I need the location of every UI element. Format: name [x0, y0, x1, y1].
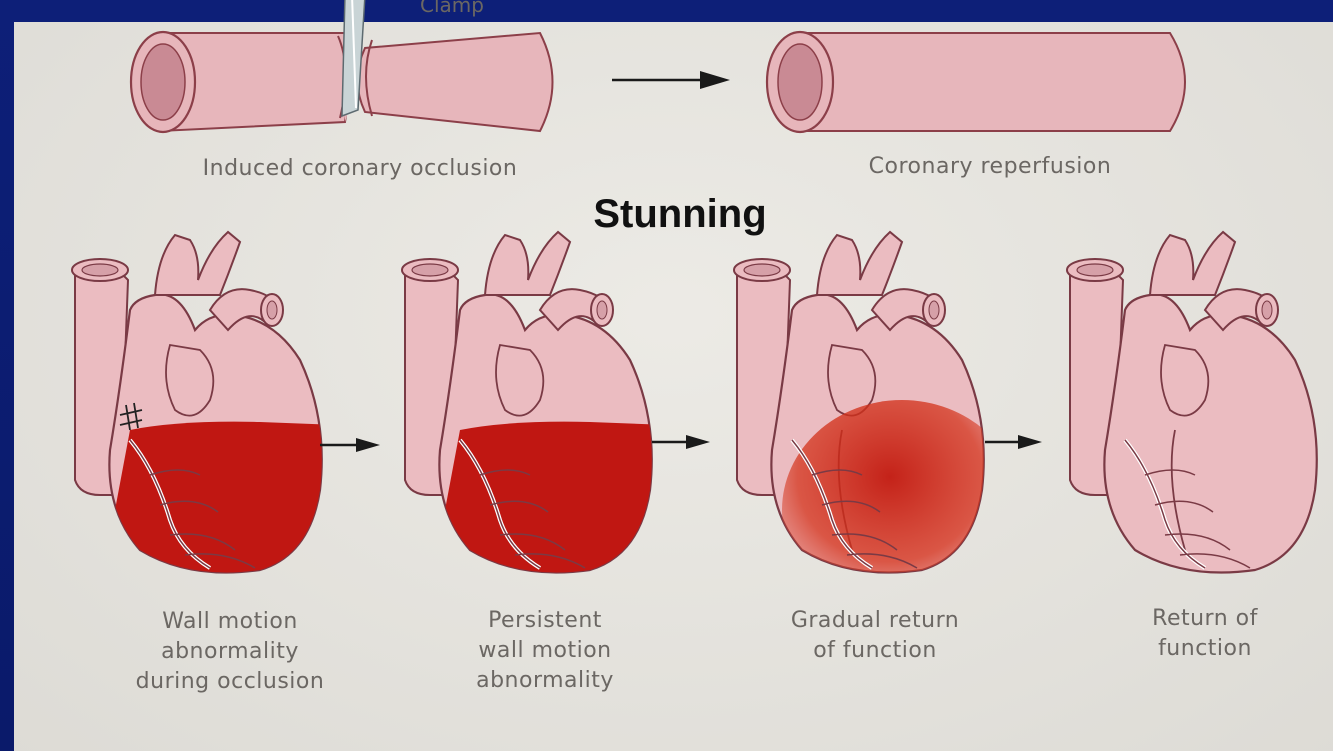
page-title: Stunning [540, 192, 820, 237]
reperfused-artery-illustration [767, 32, 1185, 132]
heart-label-3: Gradual return of function [745, 606, 1005, 666]
occluded-artery-illustration [131, 0, 553, 132]
heart-label-1: Wall motion abnormality during occlusion [100, 607, 360, 697]
reperfusion-label: Coronary reperfusion [800, 152, 1180, 182]
heart-arrow-1 [320, 438, 380, 452]
heart-arrow-2 [652, 435, 710, 449]
top-arrow [612, 71, 730, 89]
clamp-label: Clamp [420, 0, 484, 17]
heart-gradual-return [734, 232, 1022, 620]
heart-occlusion [72, 232, 340, 590]
heart-arrow-3 [985, 435, 1042, 449]
heart-label-2: Persistent wall motion abnormality [420, 606, 670, 696]
heart-label-4: Return of function [1100, 604, 1310, 664]
heart-persistent-abnormality [402, 232, 670, 590]
heart-return-of-function [1067, 232, 1317, 573]
occlusion-label: Induced coronary occlusion [150, 154, 570, 184]
